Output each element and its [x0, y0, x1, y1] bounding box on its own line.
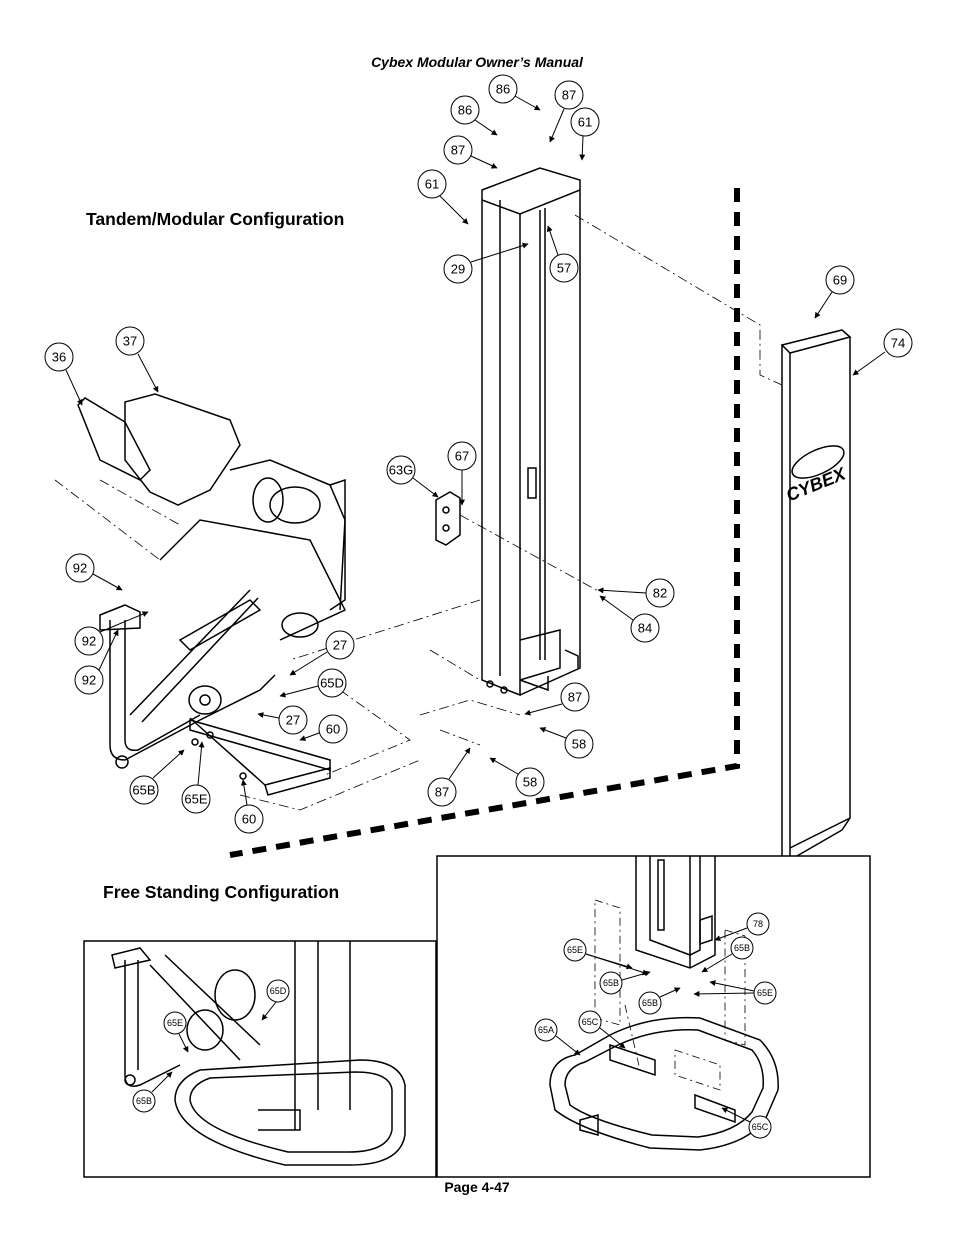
callout-86-left: 86	[450, 95, 498, 136]
free-standing-configuration-heading: Free Standing Configuration	[103, 882, 340, 902]
inset-right-callout-65e-right: 65E	[693, 980, 777, 1005]
inset-left-callout-65d: 65D	[261, 979, 290, 1021]
svg-text:65E: 65E	[567, 945, 583, 955]
svg-text:29: 29	[451, 262, 465, 277]
svg-text:67: 67	[455, 449, 469, 464]
cybex-logo: CYBEX	[783, 463, 849, 505]
svg-text:82: 82	[653, 586, 667, 601]
inset-right-callout-65e-left: 65E	[563, 938, 649, 976]
svg-text:65C: 65C	[582, 1017, 599, 1027]
inset-right-callout-65b-left: 65B	[599, 970, 651, 995]
callout-61-top: 61	[570, 107, 600, 161]
svg-text:65E: 65E	[757, 988, 773, 998]
svg-text:57: 57	[557, 261, 571, 276]
svg-text:65E: 65E	[167, 1018, 183, 1028]
svg-text:84: 84	[638, 621, 652, 636]
inset-left-callout-65e: 65E	[163, 1011, 189, 1053]
svg-text:65D: 65D	[270, 986, 287, 996]
bench-frame	[77, 393, 347, 796]
callout-92-low: 92	[74, 629, 119, 695]
svg-text:27: 27	[333, 638, 347, 653]
svg-text:65D: 65D	[320, 676, 344, 691]
callout-27-low: 27	[257, 705, 308, 735]
callout-87-left: 87	[443, 135, 498, 169]
manual-title: Cybex Modular Owner’s Manual	[371, 54, 583, 70]
svg-text:36: 36	[52, 350, 66, 365]
callout-27-top: 27	[289, 630, 355, 676]
callout-84: 84	[599, 595, 660, 643]
svg-text:65E: 65E	[184, 792, 207, 807]
callout-61-left: 61	[417, 169, 469, 225]
inset-left-callout-65b: 65B	[132, 1071, 173, 1113]
inset-free-standing-left	[83, 940, 437, 1178]
inset-right-callout-65c-bottom: 65C	[721, 1107, 772, 1139]
svg-text:37: 37	[123, 334, 137, 349]
inset-right-callout-65c-top: 65C	[578, 1010, 626, 1049]
svg-text:65B: 65B	[136, 1096, 152, 1106]
callout-58-low: 58	[489, 757, 545, 797]
callout-65d: 65D	[279, 668, 347, 698]
separator-dashed-line	[229, 188, 740, 858]
svg-text:60: 60	[242, 812, 256, 827]
callout-37: 37	[115, 326, 159, 393]
svg-text:61: 61	[578, 115, 592, 130]
svg-text:92: 92	[73, 561, 87, 576]
callout-87-low: 87	[427, 747, 471, 807]
svg-text:92: 92	[82, 634, 96, 649]
inset-right-callout-65b-mid: 65B	[638, 987, 681, 1015]
svg-text:58: 58	[572, 737, 586, 752]
svg-text:27: 27	[286, 713, 300, 728]
callout-63g: 63G	[386, 455, 439, 498]
callout-58-right: 58	[539, 727, 594, 759]
svg-text:78: 78	[753, 919, 763, 929]
svg-text:92: 92	[82, 673, 96, 688]
svg-text:69: 69	[833, 273, 847, 288]
svg-text:74: 74	[891, 336, 905, 351]
tower-column	[481, 167, 581, 697]
callout-92-top: 92	[65, 553, 123, 591]
assembly-leader-lines	[54, 214, 783, 811]
callout-65b: 65B	[129, 749, 185, 805]
svg-text:87: 87	[435, 785, 449, 800]
svg-text:65C: 65C	[752, 1122, 769, 1132]
callout-74: 74	[852, 328, 913, 376]
callout-87-right: 87	[524, 682, 590, 716]
svg-text:58: 58	[523, 775, 537, 790]
callout-82: 82	[597, 578, 675, 608]
callout-86-top: 86	[488, 74, 541, 111]
svg-text:65B: 65B	[603, 978, 619, 988]
page-number: Page 4-47	[444, 1179, 510, 1195]
tandem-configuration-heading: Tandem/Modular Configuration	[86, 209, 345, 229]
callout-69: 69	[814, 265, 855, 319]
svg-text:61: 61	[425, 177, 439, 192]
svg-text:65B: 65B	[734, 943, 750, 953]
callout-57: 57	[546, 225, 579, 283]
svg-text:65B: 65B	[642, 998, 658, 1008]
bracket-63g	[435, 491, 461, 546]
svg-text:63G: 63G	[389, 463, 414, 478]
inset-right-callout-78: 78	[714, 912, 770, 941]
inset-right-callout-65b-right: 65B	[701, 936, 754, 973]
svg-text:86: 86	[496, 82, 510, 97]
callout-87-top: 87	[549, 80, 584, 143]
svg-text:86: 86	[458, 103, 472, 118]
svg-text:87: 87	[451, 143, 465, 158]
inset-right-callout-65a: 65A	[534, 1018, 581, 1056]
callout-36: 36	[44, 342, 83, 406]
svg-text:65B: 65B	[132, 783, 155, 798]
callout-29: 29	[443, 242, 529, 284]
callout-60-low: 60	[234, 779, 264, 834]
svg-text:87: 87	[568, 690, 582, 705]
svg-text:87: 87	[562, 88, 576, 103]
callout-92-mid: 92	[74, 611, 149, 656]
callout-67: 67	[447, 441, 477, 506]
callout-65e: 65E	[181, 741, 211, 814]
inset-free-standing-right	[436, 855, 871, 1178]
callout-60-right: 60	[299, 714, 348, 744]
svg-text:65A: 65A	[538, 1025, 554, 1035]
shroud-panel	[780, 329, 852, 861]
inset-right-dashed-guides	[594, 899, 746, 1091]
svg-text:60: 60	[326, 722, 340, 737]
